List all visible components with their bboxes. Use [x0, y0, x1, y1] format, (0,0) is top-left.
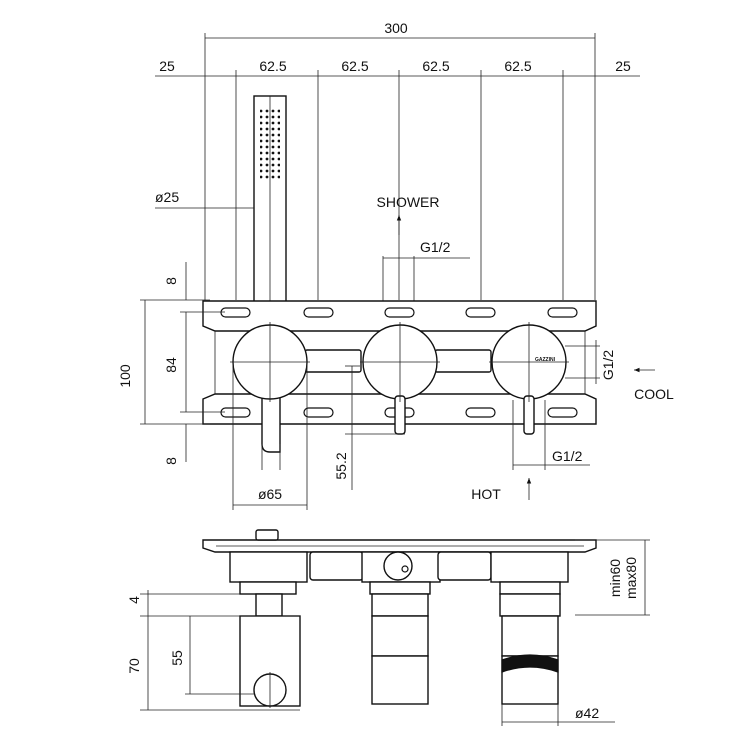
dim-knob-diameter-lines: [232, 362, 308, 510]
cool-label: COOL: [634, 386, 674, 402]
top-dimension-chain: [155, 33, 640, 300]
dim-pitch-4: 62.5: [504, 58, 531, 74]
shower-label: SHOWER: [377, 194, 440, 210]
side-view-dim-lines: [140, 539, 650, 726]
shower-thread: G1/2: [420, 239, 451, 255]
dim-handle-offset: 55.2: [333, 452, 349, 479]
side-view-holder: [239, 593, 301, 708]
dim-pitch-1: 62.5: [259, 58, 286, 74]
cool-thread: G1/2: [600, 350, 616, 381]
dim-handshower-diameter: ø25: [155, 189, 179, 205]
dim-plate-height: 100: [117, 364, 133, 388]
dim-pitch-3: 62.5: [422, 58, 449, 74]
dim-overall-width: 300: [384, 20, 408, 36]
knob-left: [230, 322, 310, 453]
side-view-plate: [202, 529, 597, 553]
dim-body-depth: 70: [126, 658, 142, 674]
side-view-bodies: [229, 551, 569, 583]
knob-center: [360, 322, 440, 435]
dim-plate-thickness: 4: [126, 596, 142, 604]
dim-pitch-2: 62.5: [341, 58, 368, 74]
cool-inlet-lines: [565, 340, 600, 384]
knob-right: [489, 322, 569, 435]
dim-depth-max: max80: [623, 557, 639, 599]
hand-shower: [253, 95, 287, 337]
side-view-cartridges: [239, 581, 561, 705]
hot-thread: G1/2: [552, 448, 583, 464]
dim-cartridge-diameter: ø42: [575, 705, 599, 721]
dim-top-margin: 8: [163, 277, 179, 285]
dim-edge-left: 25: [159, 58, 175, 74]
hot-inlet-lines: [512, 400, 590, 470]
dim-handle-offset-lines: [345, 365, 405, 490]
dim-knob-diameter: ø65: [258, 486, 282, 502]
mounting-plate: [202, 300, 597, 425]
dim-slot-spacing: 84: [163, 357, 179, 373]
dim-bottom-margin: 8: [163, 457, 179, 465]
dim-outlet-depth: 55: [169, 650, 185, 666]
dim-depth-min: min60: [607, 559, 623, 597]
dim-edge-right: 25: [615, 58, 631, 74]
hand-shower-hose: [261, 444, 281, 470]
hot-label: HOT: [471, 486, 501, 502]
left-vertical-dimensions: [140, 262, 225, 462]
brand-mark: GAZZINI: [535, 357, 556, 363]
